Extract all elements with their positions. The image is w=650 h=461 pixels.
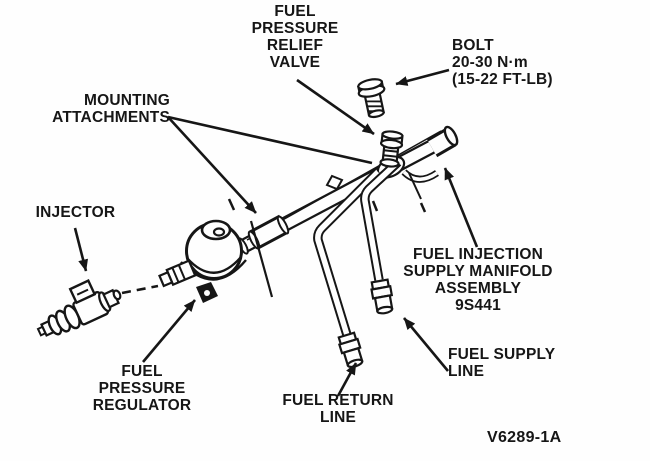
- label-line: SUPPLY MANIFOLD: [403, 263, 553, 280]
- leader-arrows: [73, 68, 479, 397]
- label-line: 9S441: [455, 297, 501, 314]
- label-line: LINE: [448, 363, 485, 380]
- label-fuel-pressure-relief-valve: FUEL PRESSURE RELIEF VALVE: [237, 3, 353, 71]
- label-fuel-supply-line: FUEL SUPPLY LINE: [448, 346, 568, 380]
- label-line: PRESSURE: [251, 20, 339, 37]
- label-line: INJECTOR: [35, 204, 116, 221]
- label-line: VALVE: [269, 54, 321, 71]
- label-line: FUEL SUPPLY: [448, 346, 556, 363]
- label-bolt-torque: BOLT 20-30 N·m (15-22 FT-LB): [452, 37, 592, 88]
- arrow-to-relief-valve: [296, 78, 375, 136]
- label-line: PRESSURE: [98, 380, 186, 397]
- label-line: ASSEMBLY: [434, 280, 522, 297]
- label-line: 20-30 N·m: [452, 54, 528, 71]
- arrow-to-injector: [73, 227, 88, 272]
- return-line-fitting: [337, 331, 364, 369]
- label-fuel-return-line: FUEL RETURN LINE: [275, 392, 401, 426]
- arrow-to-bolt: [395, 68, 450, 86]
- supply-line-fitting: [370, 278, 394, 315]
- label-line: ATTACHMENTS: [52, 109, 170, 126]
- label-line: RELIEF: [266, 37, 324, 54]
- label-line: FUEL: [274, 3, 316, 20]
- regulator-outlet-nipple: [158, 259, 197, 288]
- label-line: FUEL: [121, 363, 163, 380]
- fuel-supply-line-hose: [360, 158, 402, 315]
- arrow-to-manifold-assembly: [443, 167, 479, 248]
- label-line: BOLT: [452, 37, 494, 54]
- arrow-to-return-line: [336, 362, 358, 397]
- mounting-bolt: [357, 78, 386, 119]
- arrow-to-mounting-attachment-b: [167, 116, 257, 214]
- label-line: LINE: [319, 409, 357, 426]
- fuel-pressure-regulator: [158, 219, 247, 303]
- label-line: FUEL INJECTION: [413, 246, 543, 263]
- label-fuel-pressure-regulator: FUEL PRESSURE REGULATOR: [83, 363, 201, 414]
- arrow-to-regulator: [142, 299, 196, 363]
- fuel-rail-tube: [227, 125, 459, 255]
- label-injector: INJECTOR: [28, 204, 123, 221]
- label-fuel-injection-supply-manifold: FUEL INJECTION SUPPLY MANIFOLD ASSEMBLY …: [396, 246, 560, 314]
- fuel-pressure-relief-valve: [379, 130, 404, 168]
- leader-mounting-attachment-a: [167, 115, 373, 165]
- label-line: REGULATOR: [92, 397, 192, 414]
- fuel-injector: [36, 279, 122, 337]
- label-mounting-attachments: MOUNTING ATTACHMENTS: [14, 92, 170, 126]
- figure-code: V6289-1A: [487, 429, 562, 446]
- leader-mounting-attachment-b-extension: [249, 220, 274, 298]
- label-line: FUEL RETURN: [282, 392, 394, 409]
- label-line: (15-22 FT-LB): [452, 71, 553, 88]
- label-line: MOUNTING: [84, 92, 170, 109]
- injector-alignment-dashed-line: [121, 284, 159, 295]
- arrow-to-supply-line: [402, 317, 450, 372]
- rail-mounting-boss: [325, 174, 344, 191]
